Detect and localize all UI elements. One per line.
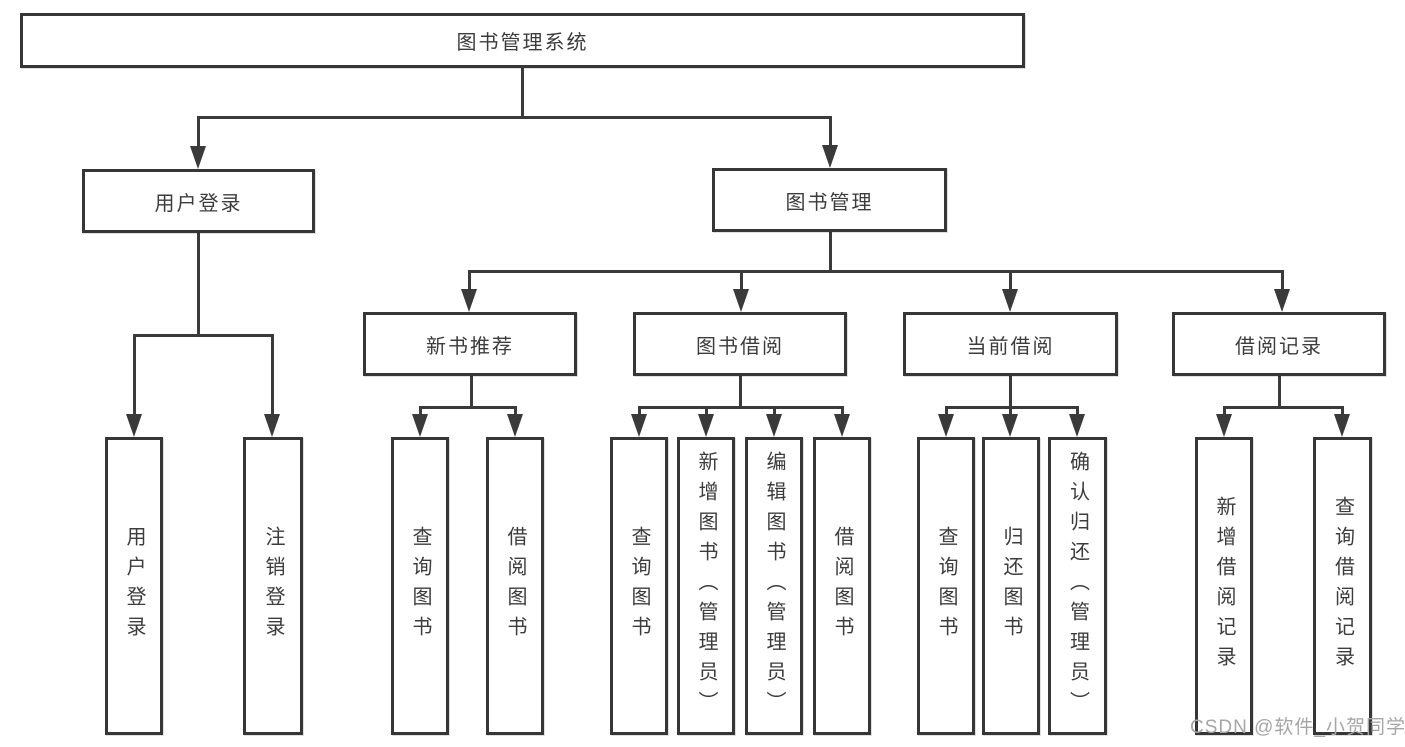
leaf-add-book-admin-label: 新增图书（管理员） — [695, 451, 717, 721]
arrow-down-icon — [631, 414, 647, 437]
csdn-watermark: CSDN @软件_小贺同学 — [1190, 717, 1405, 738]
leaf-borrow-book: 借阅图书 — [813, 437, 871, 735]
arrow-down-icon — [412, 414, 428, 437]
connector-drop-borrow-records — [1281, 270, 1284, 290]
leaf-return-book: 归还图书 — [982, 437, 1040, 735]
arrow-down-icon — [1069, 414, 1085, 437]
leaf-query-borrow-record-label: 查询借阅记录 — [1331, 496, 1354, 676]
leaf-edit-book-admin-label: 编辑图书（管理员） — [763, 451, 785, 721]
leaf-recommend-query-book: 查询图书 — [391, 437, 449, 735]
arrow-down-icon — [190, 146, 206, 169]
connector-level1-horizontal — [197, 116, 832, 119]
connector-drop-current-borrow — [1009, 270, 1012, 290]
connector-drop-leaf — [841, 406, 844, 418]
node-new-book-recommend-label: 新书推荐 — [426, 335, 514, 358]
arrow-down-icon — [507, 414, 523, 437]
leaf-add-borrow-record: 新增借阅记录 — [1195, 437, 1253, 735]
node-book-borrow: 图书借阅 — [633, 312, 847, 376]
connector-drop-leaf — [638, 406, 641, 418]
arrow-down-icon — [1002, 414, 1018, 437]
connector-current-borrow-stub — [1009, 375, 1012, 407]
leaf-current-query-book: 查询图书 — [917, 437, 975, 735]
node-borrow-records: 借阅记录 — [1172, 312, 1386, 376]
leaf-borrow-query-book-label: 查询图书 — [628, 526, 650, 646]
leaf-user-login: 用户登录 — [105, 437, 163, 735]
arrow-down-icon — [766, 414, 782, 437]
arrow-down-icon — [698, 414, 714, 437]
connector-drop-new-book-recommend — [468, 270, 471, 290]
connector-drop-leaf — [419, 406, 422, 418]
node-current-borrow-label: 当前借阅 — [966, 335, 1055, 358]
connector-drop-book-management — [829, 116, 832, 148]
connector-drop-leaf — [1009, 406, 1012, 418]
connector-drop-leaf — [1076, 406, 1079, 418]
connector-drop-user-login — [197, 116, 200, 148]
leaf-query-borrow-record: 查询借阅记录 — [1313, 437, 1372, 735]
arrow-down-icon — [1216, 414, 1232, 437]
connector-drop-login — [133, 334, 136, 416]
leaf-borrow-book-label: 借阅图书 — [831, 526, 853, 646]
connector-new-book-recommend-stub — [470, 375, 473, 407]
arrow-down-icon — [822, 145, 838, 168]
connector-drop-leaf — [945, 406, 948, 418]
connector-drop-book-borrow — [740, 270, 743, 290]
connector-new-book-recommend-horizontal — [419, 406, 517, 409]
arrow-down-icon — [834, 414, 850, 437]
leaf-return-book-label: 归还图书 — [1000, 526, 1022, 646]
connector-user-login-stub — [197, 233, 200, 335]
connector-drop-leaf — [514, 406, 517, 418]
arrow-down-icon — [126, 414, 142, 437]
arrow-down-icon — [461, 289, 477, 312]
connector-drop-leaf — [1223, 406, 1226, 418]
node-root: 图书管理系统 — [20, 13, 1025, 68]
leaf-current-query-book-label: 查询图书 — [935, 526, 957, 646]
leaf-recommend-query-book-label: 查询图书 — [409, 526, 431, 646]
connector-borrow-records-horizontal — [1223, 406, 1343, 409]
arrow-down-icon — [938, 414, 954, 437]
node-new-book-recommend: 新书推荐 — [363, 312, 577, 376]
leaf-logout-label: 注销登录 — [262, 526, 284, 646]
leaf-recommend-borrow-book-label: 借阅图书 — [504, 526, 526, 646]
leaf-borrow-query-book: 查询图书 — [610, 437, 668, 735]
connector-level2-horizontal — [468, 270, 1283, 273]
node-book-borrow-label: 图书借阅 — [696, 335, 784, 358]
node-user-login: 用户登录 — [82, 169, 315, 233]
connector-user-login-horizontal — [133, 334, 274, 337]
leaf-confirm-return-admin: 确认归还（管理员） — [1048, 437, 1107, 735]
leaf-edit-book-admin: 编辑图书（管理员） — [745, 437, 803, 735]
leaf-recommend-borrow-book: 借阅图书 — [486, 437, 544, 735]
arrow-down-icon — [733, 289, 749, 312]
connector-book-borrow-stub — [739, 375, 742, 407]
leaf-confirm-return-admin-label: 确认归还（管理员） — [1066, 451, 1089, 721]
node-root-label: 图书管理系统 — [456, 32, 589, 54]
node-user-login-label: 用户登录 — [154, 192, 243, 215]
connector-drop-leaf — [705, 406, 708, 418]
leaf-user-login-label: 用户登录 — [123, 526, 145, 646]
connector-drop-leaf — [773, 406, 776, 418]
leaf-add-borrow-record-label: 新增借阅记录 — [1213, 496, 1235, 676]
node-book-management-label: 图书管理 — [785, 191, 874, 214]
connector-drop-leaf — [1341, 406, 1344, 418]
leaf-logout: 注销登录 — [243, 437, 303, 735]
connector-book-borrow-horizontal — [638, 406, 843, 409]
arrow-down-icon — [1334, 414, 1350, 437]
leaf-add-book-admin: 新增图书（管理员） — [677, 437, 735, 735]
arrow-down-icon — [1002, 289, 1018, 312]
connector-borrow-records-stub — [1278, 375, 1281, 407]
arrow-down-icon — [264, 414, 280, 437]
connector-root-stub — [521, 68, 524, 117]
connector-book-management-stub — [829, 232, 832, 272]
node-current-borrow: 当前借阅 — [903, 312, 1118, 376]
node-borrow-records-label: 借阅记录 — [1235, 335, 1323, 358]
node-book-management: 图书管理 — [712, 168, 947, 232]
connector-drop-logout — [271, 334, 274, 416]
arrow-down-icon — [1274, 289, 1290, 312]
